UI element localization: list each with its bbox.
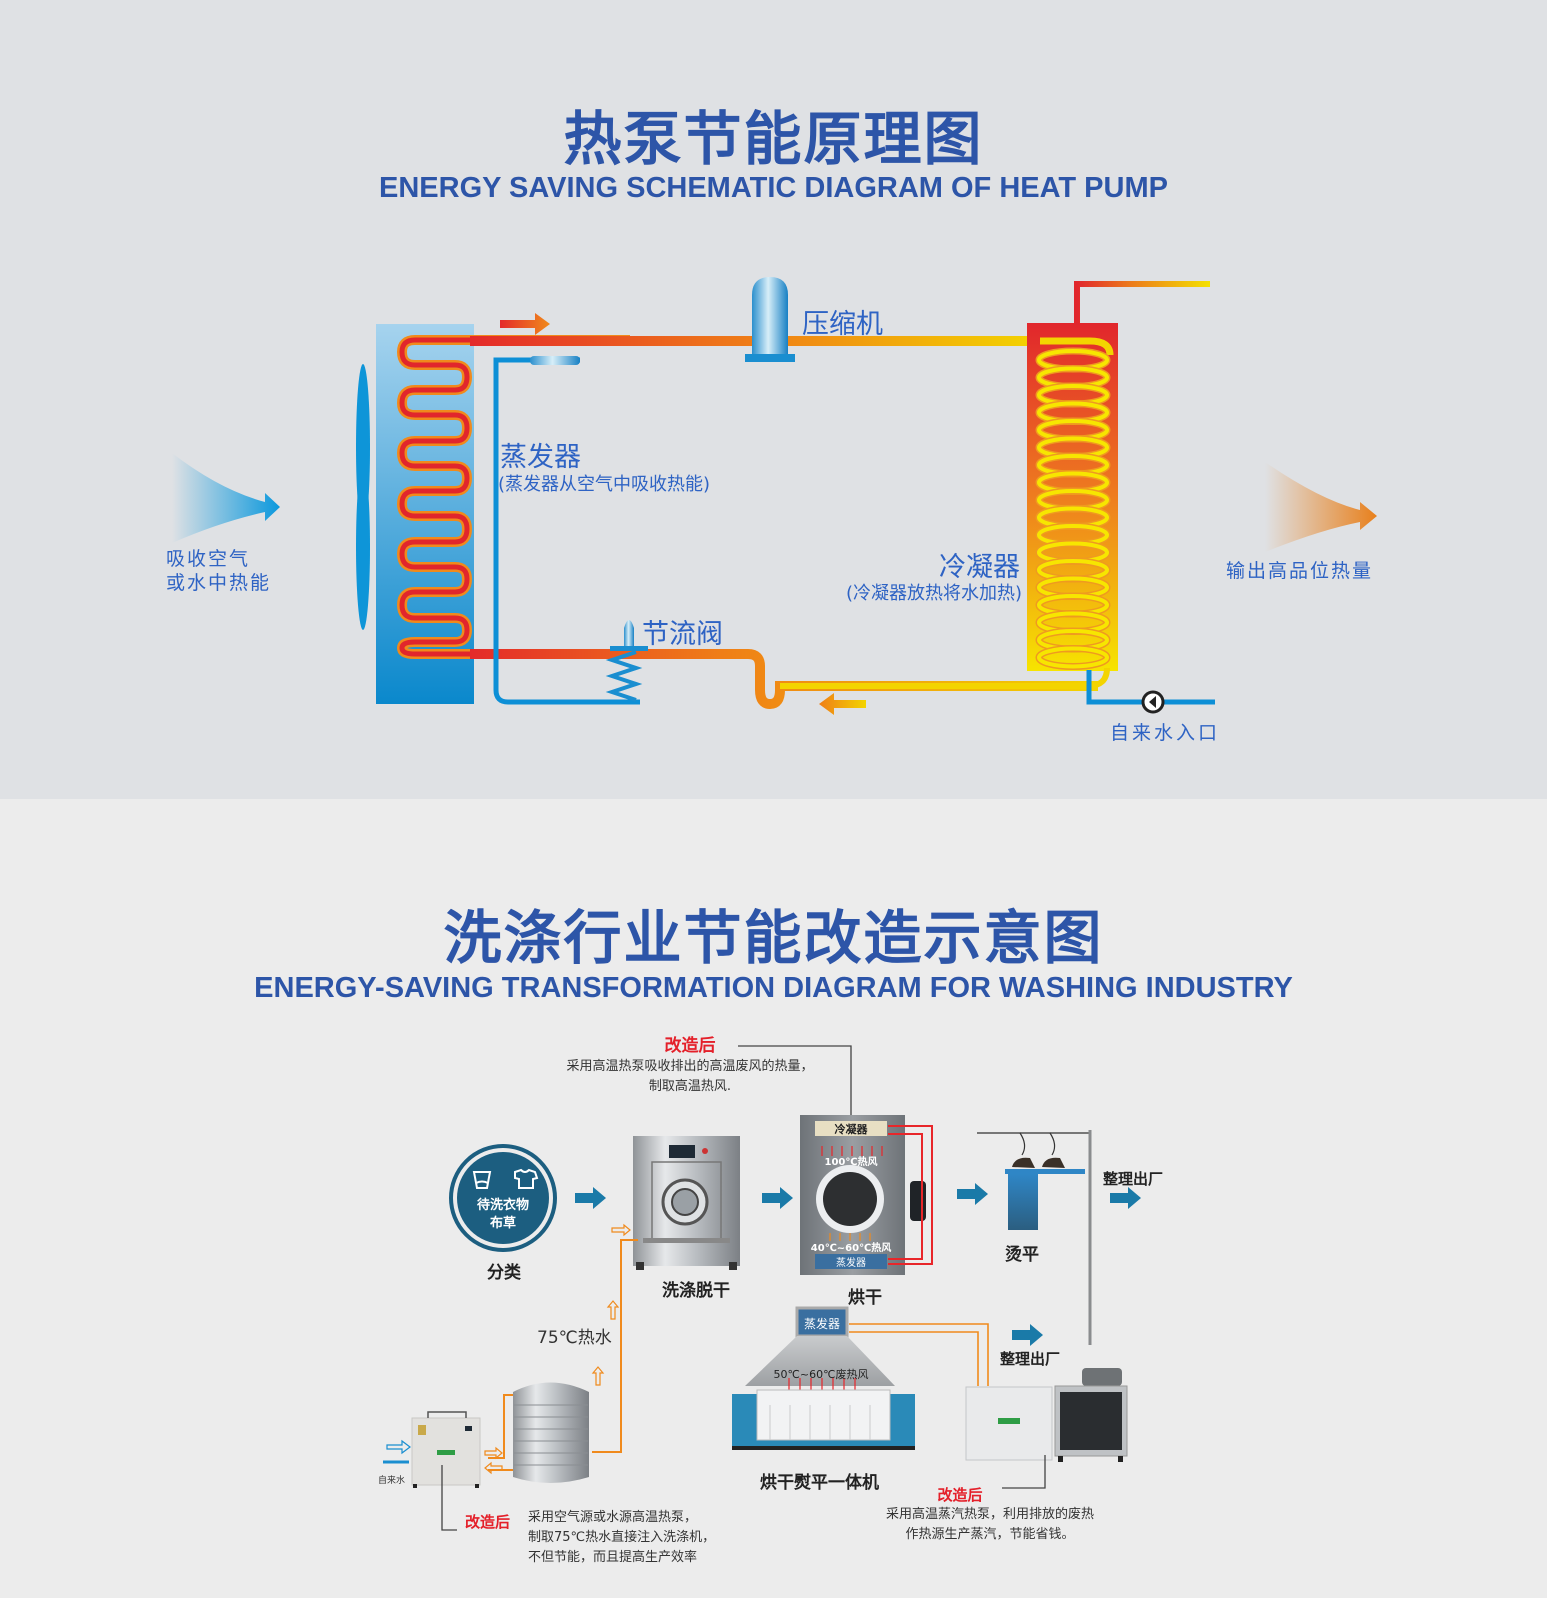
flow-arrow-icon [1012,1324,1043,1346]
fan-blade-icon [356,364,370,630]
laundry-basket-icon [472,1171,492,1189]
note1-connector [738,1045,852,1125]
water-inlet-pipe [1086,670,1215,705]
water-storage-tank [513,1382,589,1483]
compressor-icon [910,1181,926,1221]
tap-water-inlet [383,1439,411,1464]
steam-pump-pipes [849,1323,989,1386]
flow-arrow-icon [1110,1187,1141,1209]
step-dry-label: 烘干 [848,1288,882,1308]
note-steam-line2: 作热源生产蒸汽，节能省钱。 [905,1527,1075,1542]
step-finish2-label: 整理出厂 [1000,1350,1061,1368]
note2-connector [441,1465,457,1531]
note-dryer-line1: 采用高温热泵吸收排出的高温废风的热量， [566,1059,814,1074]
air-intake-cone-icon [172,453,280,543]
tshirt-icon [514,1168,539,1189]
steam-heat-pump [965,1368,1128,1462]
heat-pump-section: 热泵节能原理图 ENERGY SAVING SCHEMATIC DIAGRAM … [0,0,1547,799]
flow-arrow-left-icon [819,693,866,715]
condenser-label: 冷凝器 [939,552,1020,583]
note-steam-line1: 采用高温蒸汽热泵，利用排放的废热 [885,1507,1094,1522]
note-steam-tag: 改造后 [937,1486,983,1504]
dryer-hot-air-label: 100℃热风 [825,1155,878,1168]
flow-arrow-icon [762,1187,793,1209]
ironing-station [977,1130,1092,1345]
note-washer-tag: 改造后 [465,1513,511,1531]
dryer-evaporator-label: 蒸发器 [836,1256,866,1269]
note3-connector [1002,1455,1046,1489]
hot-pipe-bottom [470,649,1098,710]
dryer-condenser-label: 冷凝器 [835,1122,869,1136]
laundry-badge [449,1144,557,1252]
hot-water-outlet-pipe [1074,281,1210,323]
step-iron-label: 烫平 [1005,1245,1039,1265]
cold-pipe [493,357,640,705]
heat-output-cone-icon [1265,462,1377,552]
hot-water-label: 75℃热水 [537,1328,612,1348]
flow-arrow-icon [575,1187,606,1209]
dryer-heat-loop [888,1125,933,1265]
evaporator-label: 蒸发器 [500,442,581,473]
washing-title: 洗涤行业节能改造示意图 [443,904,1104,972]
iron-icon [1042,1157,1065,1168]
ironer-evaporator-label: 蒸发器 [804,1316,840,1331]
washer-extractor [633,1136,740,1270]
heat-pump-schematic [172,277,1377,715]
heat-pump-title: 热泵节能原理图 [563,105,984,173]
flow-arrow-right-icon [500,313,550,335]
heat-output-label: 输出高品位热量 [1226,560,1374,582]
note-washer-line3: 不但节能，而且提高生产效率 [528,1550,698,1565]
note-steam: 改造后 采用高温蒸汽热泵，利用排放的废热 作热源生产蒸汽，节能省钱。 [860,1485,1120,1545]
water-inlet-label: 自来水入口 [1110,722,1221,744]
step-sort-label: 分类 [487,1263,521,1283]
air-intake-label: 吸收空气 或水中热能 [166,547,271,595]
iron-icon [1012,1157,1035,1168]
tap-water-label: 自来水 [378,1476,406,1486]
washing-subtitle: ENERGY-SAVING TRANSFORMATION DIAGRAM FOR… [254,972,1293,1004]
step-ironer-label: 烘干熨平一体机 [760,1473,879,1493]
throttle-valve-icon [605,620,648,702]
note-washer-line2: 制取75℃热水直接注入洗涤机， [528,1530,716,1545]
coil-turn-highlight [1037,646,1109,669]
compressor-label: 压缩机 [802,309,883,340]
note-dryer-tag: 改造后 [664,1036,716,1056]
badge-line2: 布草 [490,1215,516,1231]
throttle-valve-label: 节流阀 [642,619,723,650]
heat-pump-dryer [800,1115,926,1275]
condenser-note: (冷凝器放热将水加热) [845,583,1022,604]
step-wash-label: 洗涤脱干 [662,1281,730,1301]
heat-pump-subtitle: ENERGY SAVING SCHEMATIC DIAGRAM OF HEAT … [379,172,1168,204]
badge-line1: 待洗衣物 [476,1197,529,1213]
note-dryer: 改造后 采用高温热泵吸收排出的高温废风的热量， 制取高温热风. [540,1035,840,1097]
heat-pump-unit [411,1411,481,1488]
dryer-ironer-machine [732,1306,915,1450]
note-washer: 采用空气源或水源高温热泵， 制取75℃热水直接注入洗涤机， 不但节能，而且提高生… [528,1508,715,1568]
suction-sensor [530,356,580,365]
compressor-icon [745,277,795,362]
note-washer-line1: 采用空气源或水源高温热泵， [528,1510,698,1525]
ironer-waste-air-label: 50℃~60℃废热风 [774,1367,869,1381]
air-intake-label-line2: 或水中热能 [166,572,272,594]
air-intake-label-line1: 吸收空气 [166,548,251,570]
dryer-warm-air-label: 40℃~60℃热风 [811,1241,891,1254]
check-valve-icon [1141,690,1165,714]
note-dryer-line2: 制取高温热风. [648,1079,732,1094]
flow-hollow-arrow-icon [484,1223,631,1475]
evaporator-note: (蒸发器从空气中吸收热能) [498,474,711,495]
flow-arrow-icon [957,1183,988,1205]
step-finish1-label: 整理出厂 [1103,1170,1164,1188]
